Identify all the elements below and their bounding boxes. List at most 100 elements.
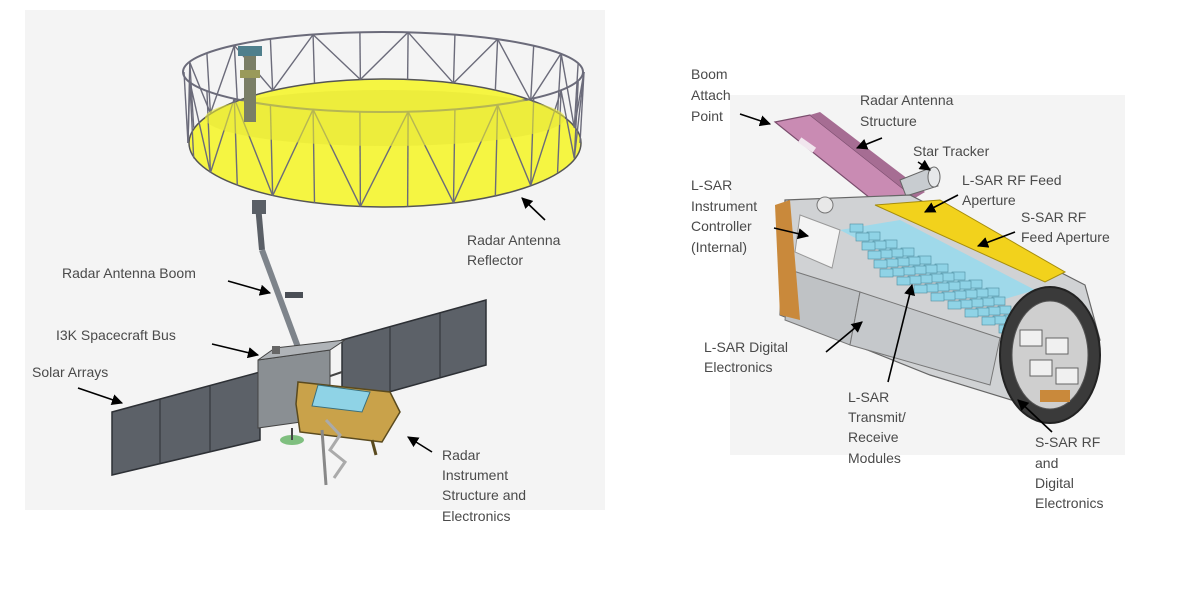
label-line: and [1035,455,1058,471]
tr-module [855,232,870,242]
truss-diagonal [187,62,191,144]
arrow-lsar-feed [924,194,959,213]
label-line: Star Tracker [913,143,990,159]
truss-diagonal [530,53,562,101]
right-figure-radar-instrument-cutaway: Boom Attach Point Radar Antenna Structur… [691,66,1125,511]
label-radar-antenna-structure: Radar Antenna Structure [855,92,954,150]
arrow-boom-attach [739,113,772,127]
tr-module [867,250,882,260]
truss-vertical [452,34,456,84]
label-line: Controller [691,218,752,234]
truss-diagonal [496,38,532,101]
radar-antenna-structure [773,112,925,215]
label-line: Reflector [467,252,523,268]
label-line: Digital [1035,475,1074,491]
label-line: S-SAR RF [1035,434,1100,450]
label-line: Electronics [442,508,510,524]
arrow-lsar-digital [825,321,863,353]
truss-diagonal [312,34,361,80]
label-ssar-rf-digital-electronics: S-SAR RF and Digital Electronics [1017,399,1103,511]
arrow-antenna-structure [855,137,883,150]
label-solar-arrays: Solar Arrays [32,364,124,406]
label-line: Radar Antenna Boom [62,265,196,281]
truss-diagonal [573,71,585,128]
label-line: L-SAR [691,177,732,193]
label-line: Structure [860,113,917,129]
truss-diagonal [407,31,455,84]
arrow-instrument [407,436,433,453]
solar-arrays [111,299,487,476]
radar-antenna-reflector [182,31,585,208]
truss-vertical [269,39,274,91]
label-lsar-digital-electronics: L-SAR Digital Electronics [704,321,863,375]
label-lsar-instrument-controller: L-SAR Instrument Controller (Internal) [691,177,810,255]
label-lsar-rf-feed-aperture: L-SAR RF Feed Aperture [924,172,1062,213]
radar-instrument-structure [295,381,401,486]
lsar-tr-module-grid [849,223,1030,342]
label-radar-instrument: Radar Instrument Structure and Electroni… [407,436,526,524]
solar-array-right [341,299,487,406]
tr-module [930,292,945,302]
arrow-boom [227,280,272,296]
truss-vertical [573,62,579,128]
label-i3k-spacecraft-bus: I3K Spacecraft Bus [56,327,260,359]
label-line: Electronics [1035,495,1103,511]
label-line: Radar Antenna [860,92,954,108]
svg-text:Reflector: Reflector [467,252,523,268]
truss-vertical [556,53,562,114]
label-radar-antenna-reflector: Radar Antenna Reflector [467,197,561,268]
tr-module [981,316,996,326]
label-line: I3K Spacecraft Bus [56,327,176,343]
label-line: Structure and [442,487,526,503]
label-line: Radar Antenna [467,232,561,248]
truss-diagonal [209,45,235,114]
label-lsar-transmit-receive-modules: L-SAR Transmit/ Receive Modules [848,283,916,466]
truss-vertical [312,34,316,84]
truss-vertical [494,39,499,91]
tr-module [873,259,888,269]
arrow-lsar-tr [887,283,916,383]
truss-vertical [189,62,195,128]
label-line: Point [691,108,723,124]
label-line: Instrument [691,198,757,214]
truss-diagonal [189,81,212,173]
ssar-end-cap [999,286,1101,424]
truss-diagonal [560,53,575,128]
truss-diagonal [189,62,212,114]
arrow-bus [211,343,260,359]
arrow-reflector [521,197,546,221]
label-line: Transmit/ [848,409,906,425]
arrow-star-tracker [917,159,931,171]
label-line: Instrument [442,467,508,483]
truss-diagonal [530,90,562,186]
label-line: Electronics [704,359,772,375]
arrow-ssar-rf [1017,399,1053,433]
label-line: Feed Aperture [1021,229,1110,245]
truss-vertical [183,71,189,144]
left-figure-spacecraft: Radar Antenna Reflector Radar Antenna Bo… [25,10,605,524]
reflector-shadow-band [205,90,565,146]
tr-module [849,223,864,233]
label-line: (Internal) [691,239,747,255]
label-line: Boom [691,66,728,82]
truss-vertical [206,53,212,114]
label-line: Modules [848,450,901,466]
truss-vertical [189,81,195,159]
label-line: S-SAR RF [1021,209,1086,225]
star-tracker [899,166,941,197]
truss-diagonal [573,71,585,159]
tr-module [913,284,928,294]
truss-diagonal [453,38,499,84]
tr-module [879,268,894,278]
label-line: Radar [442,447,480,463]
tr-module [861,241,876,251]
label-line: Solar Arrays [32,364,108,380]
label-line: L-SAR [848,389,889,405]
label-line: Receive [848,429,899,445]
label-line: Aperture [962,192,1016,208]
truss-vertical [233,45,238,101]
label-line: L-SAR RF Feed [962,172,1062,188]
truss-vertical [556,90,562,173]
label-boom-attach-point: Boom Attach Point [691,66,772,127]
label-star-tracker: Star Tracker [913,143,990,171]
